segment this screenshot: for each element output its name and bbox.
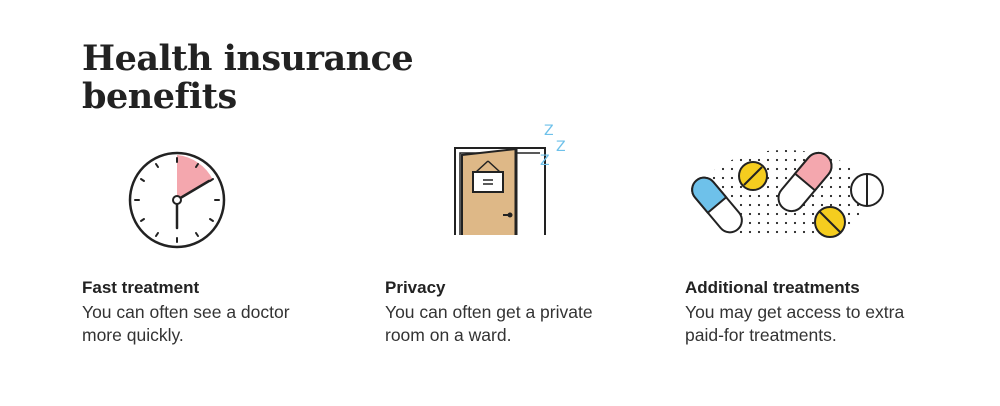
- door-frame: [454, 147, 546, 235]
- benefit-description: You can often see a doctor more quickly.: [82, 302, 290, 345]
- door-sign: [472, 171, 504, 193]
- benefit-title: Additional treatments: [685, 278, 860, 297]
- clock-icon: [128, 151, 226, 249]
- door-sleep-icon: Z Z Z: [454, 123, 566, 235]
- benefit-fast-treatment: Fast treatment You can often see a docto…: [82, 145, 352, 355]
- capsule-blue: [691, 176, 743, 234]
- clock-face: [128, 151, 226, 249]
- title-line-1: Health insurance: [82, 38, 414, 79]
- tablet-yellow-bottom: [814, 206, 846, 238]
- tablet-yellow-top: [738, 161, 768, 191]
- tablet-white: [850, 173, 884, 207]
- sleep-z-1: Z: [540, 153, 550, 169]
- clock-wedge: [177, 155, 213, 200]
- clock-minute-hand: [175, 179, 211, 202]
- benefit-title: Fast treatment: [82, 278, 200, 297]
- benefit-title: Privacy: [385, 278, 446, 297]
- sleep-z-2: Z: [556, 139, 566, 155]
- title-line-2: benefits: [82, 76, 237, 117]
- benefit-description: You can often get a private room on a wa…: [385, 302, 593, 345]
- benefit-additional-treatments: Additional treatments You may get access…: [685, 145, 955, 355]
- benefit-privacy: Z Z Z Privacy You can often get a privat…: [385, 123, 655, 355]
- benefit-description: You may get access to extra paid-for tre…: [685, 302, 905, 345]
- sleep-z-3: Z: [544, 123, 554, 139]
- page-title: Health insurance benefits: [82, 38, 414, 117]
- pills-icon: [691, 150, 884, 240]
- capsule-pink: [777, 151, 833, 213]
